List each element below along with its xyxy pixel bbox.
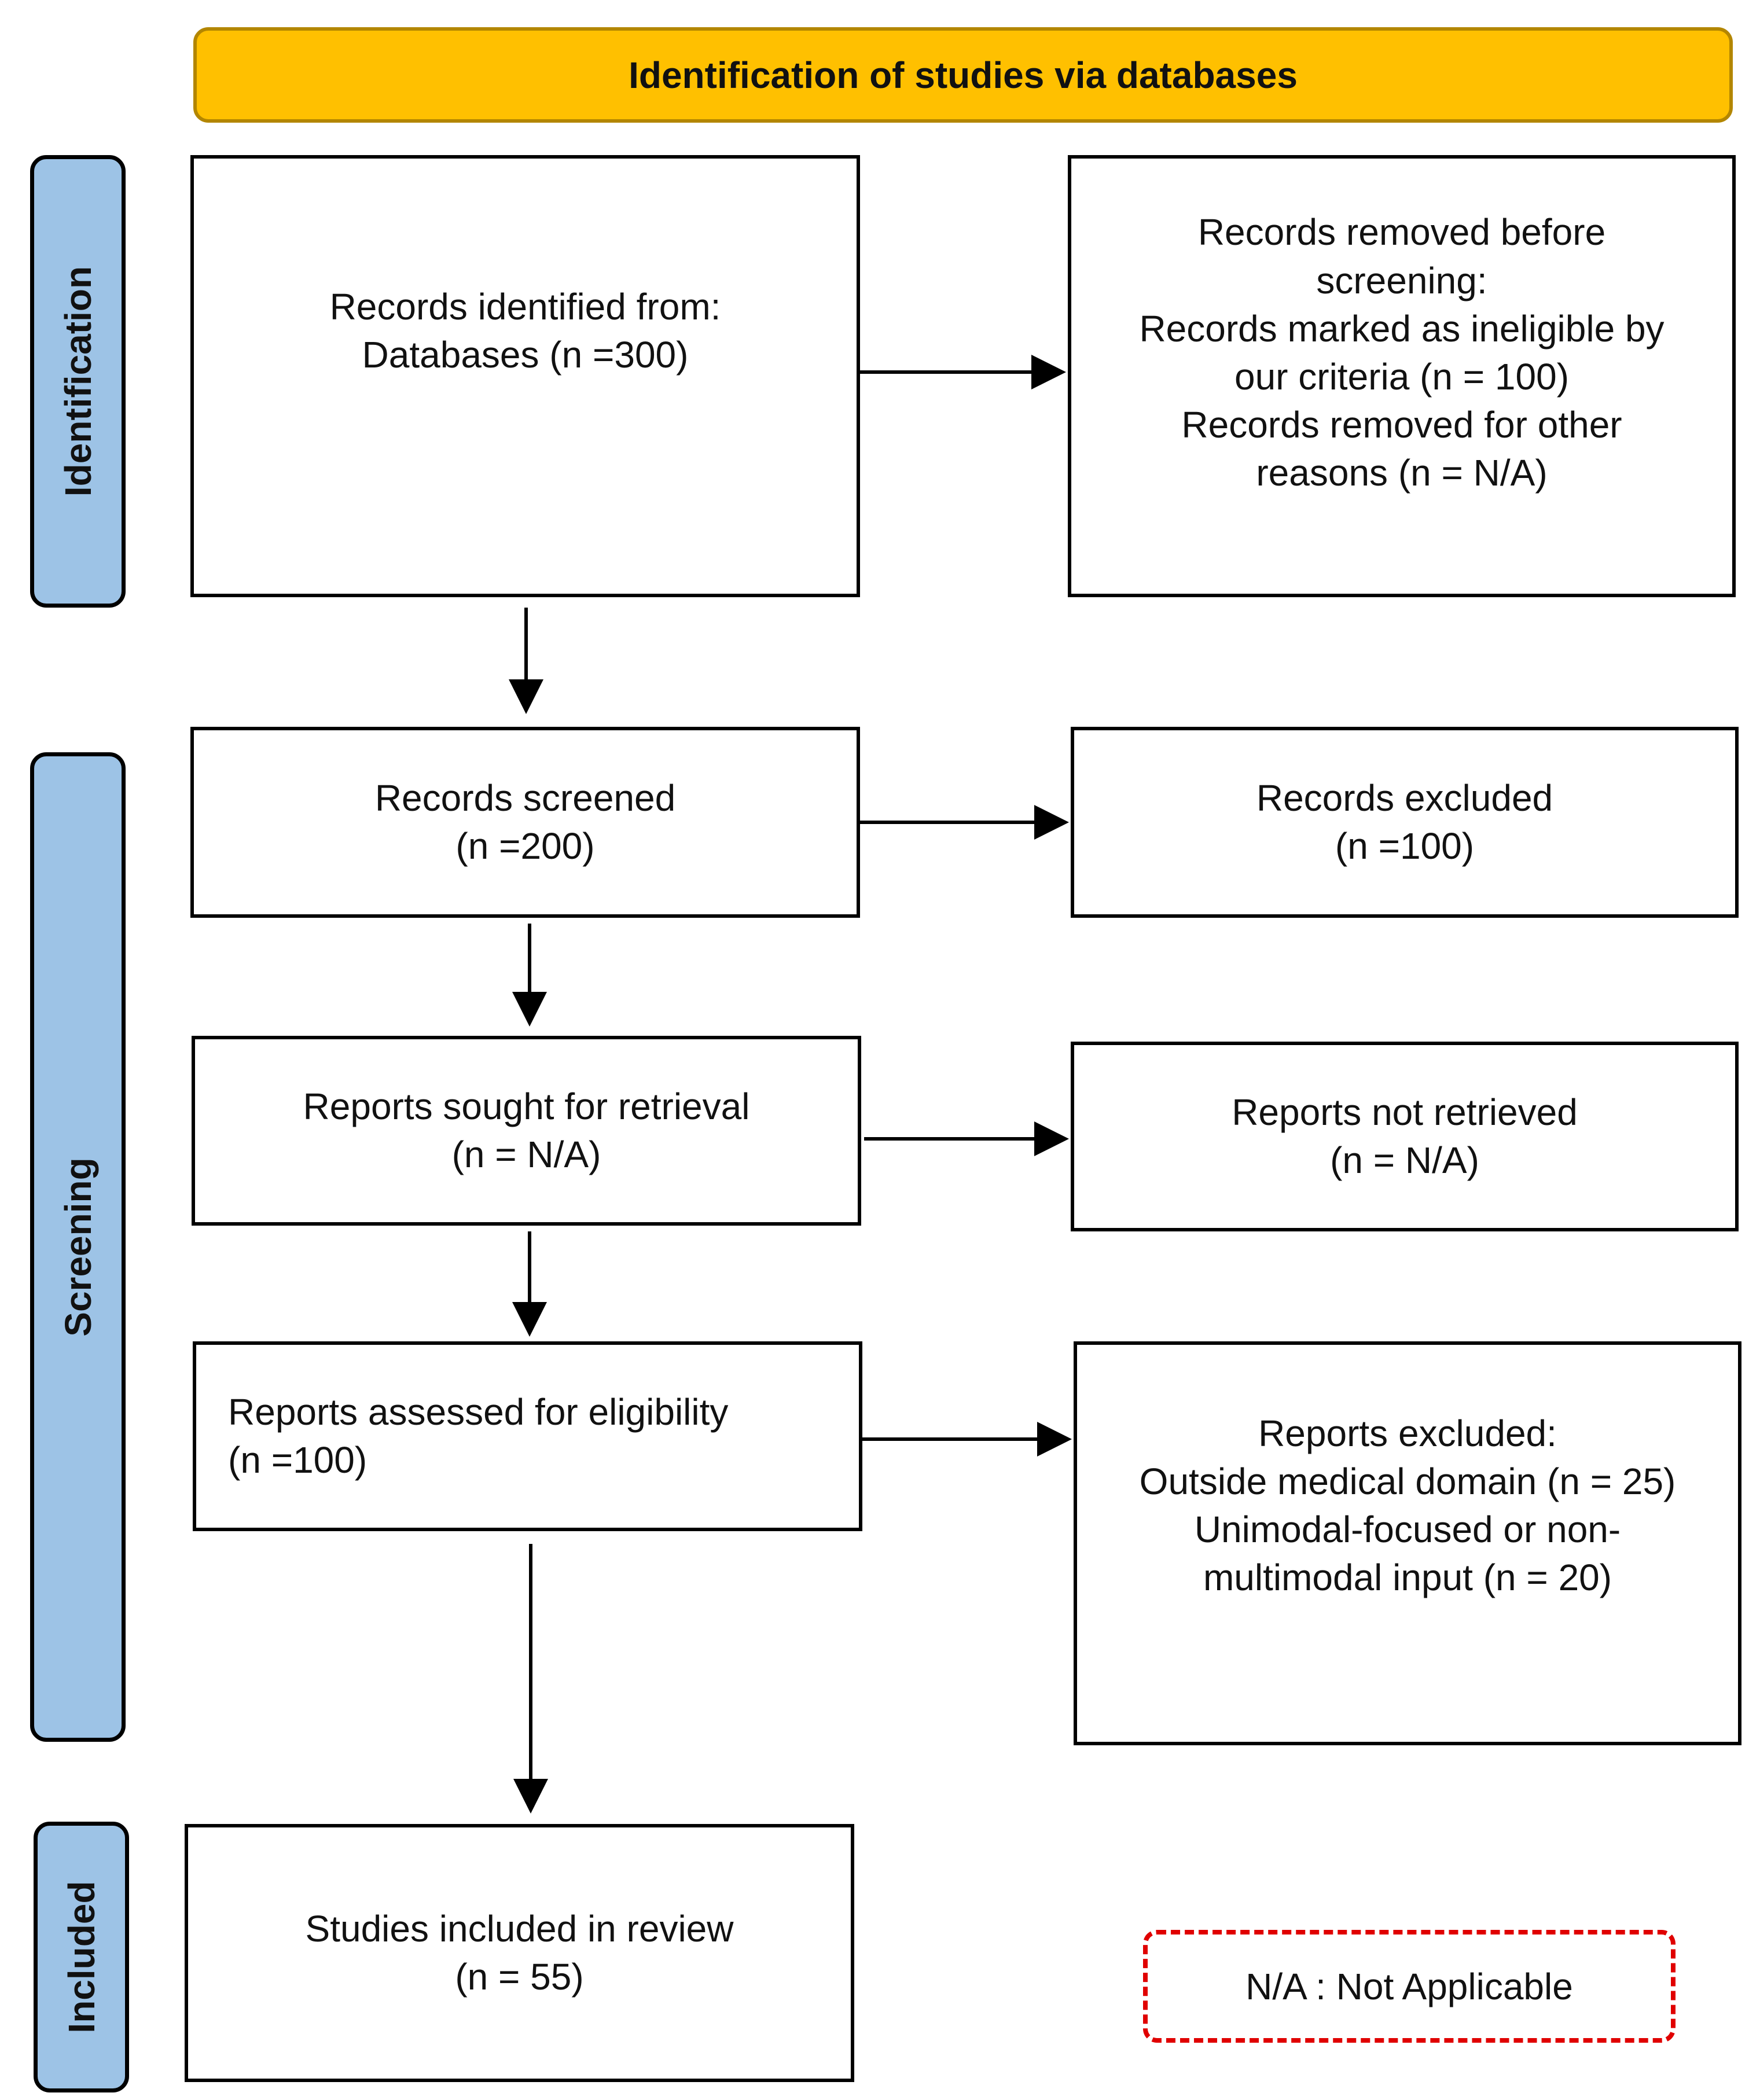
box-line: Reports sought for retrieval — [303, 1085, 750, 1127]
box-line: Reports not retrieved — [1232, 1091, 1578, 1133]
studies-included-box: Studies included in review (n = 55) — [185, 1824, 854, 2082]
box-line: Records identified from: — [329, 286, 721, 328]
diagram-title: Identification of studies via databases — [629, 54, 1298, 96]
box-line: Records marked as ineligible by — [1139, 307, 1665, 350]
box-line: (n =100) — [228, 1439, 368, 1481]
records-identified-box: Records identified from: Databases (n =3… — [190, 155, 860, 597]
box-line: Unimodal-focused or non- — [1194, 1509, 1621, 1550]
reports-assessed-box: Reports assessed for eligibility (n =100… — [193, 1341, 862, 1531]
box-line: (n = N/A) — [1330, 1139, 1479, 1181]
diagram-title-bar: Identification of studies via databases — [193, 27, 1733, 123]
box-line: Reports assessed for eligibility — [228, 1391, 729, 1433]
stage-identification: Identification — [30, 155, 126, 608]
box-line: screening: — [1316, 259, 1487, 301]
box-line: Records removed before — [1197, 211, 1606, 253]
box-line: our criteria (n = 100) — [1234, 356, 1570, 398]
box-line: (n = 55) — [455, 1956, 584, 1998]
legend-text: N/A : Not Applicable — [1245, 1965, 1573, 2007]
box-line: Records screened — [374, 777, 676, 819]
box-line: Outside medical domain (n = 25) — [1139, 1460, 1676, 1502]
box-line: multimodal input (n = 20) — [1203, 1557, 1612, 1599]
box-line: Databases (n =300) — [362, 334, 689, 376]
stage-included: Included — [34, 1822, 129, 2092]
stage-screening: Screening — [30, 752, 126, 1742]
records-removed-box: Records removed before screening: Record… — [1068, 155, 1736, 597]
reports-excluded-box: Reports excluded: Outside medical domain… — [1074, 1341, 1741, 1745]
box-line: (n = N/A) — [451, 1134, 601, 1175]
box-line: (n =200) — [455, 825, 595, 867]
box-line: Records excluded — [1256, 777, 1553, 819]
legend-box: N/A : Not Applicable — [1143, 1930, 1676, 2043]
records-screened-box: Records screened (n =200) — [190, 727, 860, 918]
records-excluded-box: Records excluded (n =100) — [1071, 727, 1739, 918]
box-line: (n =100) — [1335, 825, 1475, 867]
reports-sought-box: Reports sought for retrieval (n = N/A) — [192, 1036, 861, 1226]
box-line: Reports excluded: — [1258, 1412, 1557, 1454]
box-line: Records removed for other — [1181, 404, 1622, 446]
box-line: Studies included in review — [305, 1907, 734, 1950]
reports-not-retrieved-box: Reports not retrieved (n = N/A) — [1071, 1042, 1739, 1231]
box-line: reasons (n = N/A) — [1256, 452, 1548, 494]
